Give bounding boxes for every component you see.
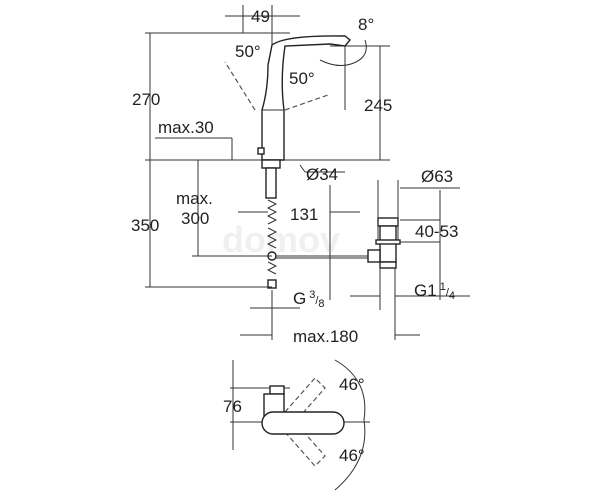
dim-hole-diameter: Ø34	[306, 165, 338, 184]
dim-spout-height: 245	[364, 96, 392, 115]
dim-max-reach: max.180	[293, 327, 358, 346]
dim-lever-height: 76	[223, 397, 242, 416]
dim-below-height: 350	[131, 216, 159, 235]
dim-swivel-right: 50°	[289, 69, 315, 88]
dim-lever-down: 46°	[339, 446, 365, 465]
lever-top-view	[230, 359, 370, 491]
dim-drain-diameter: Ø63	[421, 167, 453, 186]
watermark: domov	[222, 219, 340, 260]
dim-total-height: 270	[132, 90, 160, 109]
dim-top-width: 49	[251, 7, 270, 26]
dim-max-hose-label: max.	[176, 189, 213, 208]
drain-assembly	[367, 217, 401, 269]
dim-offset: 131	[290, 205, 318, 224]
dim-swivel-left: 50°	[235, 42, 261, 61]
dim-drain-range: 40-53	[415, 222, 458, 241]
dim-max-hose-value: 300	[181, 209, 209, 228]
dim-max-deck: max.30	[158, 118, 214, 137]
dim-spout-angle: 8°	[358, 15, 374, 34]
dim-lever-up: 46°	[339, 375, 365, 394]
